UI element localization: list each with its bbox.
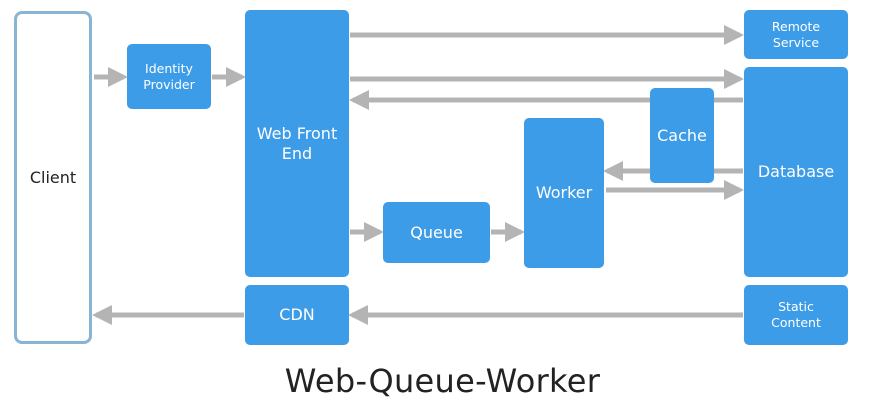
node-static-content-label-line2: Content [771,315,821,330]
diagram-title: Web-Queue-Worker [284,362,601,400]
node-web-front-end-label-line1: Web Front [256,123,338,143]
node-queue-label: Queue [410,222,463,242]
node-remote-service-label-line2: Service [772,34,820,50]
node-static-content: Static Content [744,285,848,345]
node-worker: Worker [524,118,604,268]
node-static-content-label-line1: Static [778,299,814,315]
node-identity-provider-label-line1: Identity [145,60,193,76]
node-client-label: Client [29,167,77,187]
node-queue: Queue [383,202,490,263]
node-database-label: Database [757,162,835,181]
node-web-front-end: Web Front End [245,10,349,277]
node-worker-label: Worker [535,183,593,202]
node-cache: Cache [650,88,714,183]
node-cache-label: Cache [657,125,707,145]
node-cdn: CDN [245,285,349,345]
node-remote-service: Remote Service [744,10,848,59]
node-client: Client [14,11,92,344]
node-identity-provider: Identity Provider [127,44,211,109]
node-identity-provider-label-line2: Provider [143,76,195,92]
node-database: Database [744,67,848,277]
node-remote-service-label-line1: Remote [771,18,821,34]
node-cdn-label: CDN [279,305,315,324]
node-web-front-end-label-line2: End [281,143,313,163]
